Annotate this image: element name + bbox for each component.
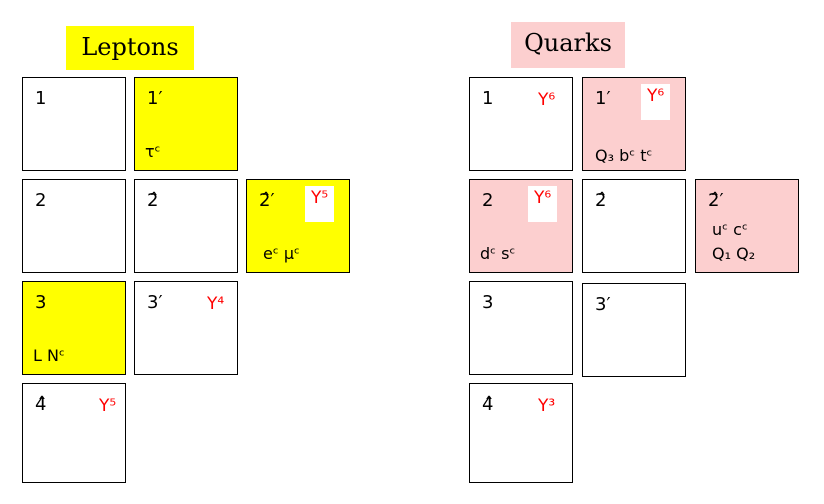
box-label: 3′ [147, 292, 163, 313]
lepton-box-2-hat: 2̂ [134, 179, 238, 273]
box-label: 3′ [595, 294, 611, 315]
quarks-title: Quarks [511, 22, 625, 68]
box-content: τᶜ [145, 142, 161, 161]
box-label: 3 [482, 292, 494, 313]
lepton-box-1-prime: 1′ τᶜ [134, 77, 238, 171]
box-content: uᶜ cᶜ [712, 220, 748, 239]
lepton-box-2-hat-prime: 2̂′ Y⁵ eᶜ μᶜ [246, 179, 350, 273]
quark-box-1: 1 Y⁶ [469, 77, 573, 171]
box-label: 2̂′ [708, 190, 724, 211]
box-label: 2̂ [595, 190, 607, 211]
lepton-box-3-prime: 3′ Y⁴ [134, 281, 238, 375]
lepton-box-1: 1 [22, 77, 126, 171]
yukawa-label: Y⁴ [207, 294, 225, 314]
quark-box-2-hat: 2̂ [582, 179, 686, 273]
box-label: 1 [482, 88, 494, 109]
box-content: dᶜ sᶜ [480, 244, 516, 263]
quark-box-2-hat-prime: 2̂′ uᶜ cᶜ Q₁ Q₂ [695, 179, 799, 273]
box-label: 1′ [595, 88, 611, 109]
yukawa-label: Y⁶ [538, 90, 556, 110]
lepton-box-4-hat: 4̂ Y⁵ [22, 383, 126, 483]
box-label: 4̂ [35, 394, 47, 415]
box-label: 2 [35, 190, 47, 211]
box-content: L Nᶜ [33, 346, 65, 365]
box-label: 1′ [147, 88, 163, 109]
quark-box-2: 2 Y⁶ dᶜ sᶜ [469, 179, 573, 273]
box-label: 4̂ [482, 394, 494, 415]
quark-box-1-prime: 1′ Y⁶ Q₃ bᶜ tᶜ [582, 77, 686, 171]
lepton-box-3: 3 L Nᶜ [22, 281, 126, 375]
box-label: 2 [482, 190, 494, 211]
box-content: eᶜ μᶜ [263, 244, 300, 263]
yukawa-label: Y⁶ [641, 84, 671, 120]
box-label: 2̂′ [259, 190, 275, 211]
box-label: 2̂ [147, 190, 159, 211]
box-content: Q₃ bᶜ tᶜ [595, 146, 653, 165]
yukawa-label: Y⁵ [99, 396, 117, 416]
lepton-box-2: 2 [22, 179, 126, 273]
quark-box-3-prime: 3′ [582, 283, 686, 377]
box-label: 1 [35, 88, 47, 109]
yukawa-label: Y⁶ [528, 186, 558, 222]
box-label: 3 [35, 292, 47, 313]
box-content-2: Q₁ Q₂ [712, 244, 756, 263]
quark-box-3: 3 [469, 281, 573, 375]
quark-box-4-hat: 4̂ Y³ [469, 383, 573, 483]
leptons-title: Leptons [66, 26, 194, 70]
yukawa-label: Y³ [538, 396, 556, 416]
yukawa-label: Y⁵ [305, 186, 335, 222]
